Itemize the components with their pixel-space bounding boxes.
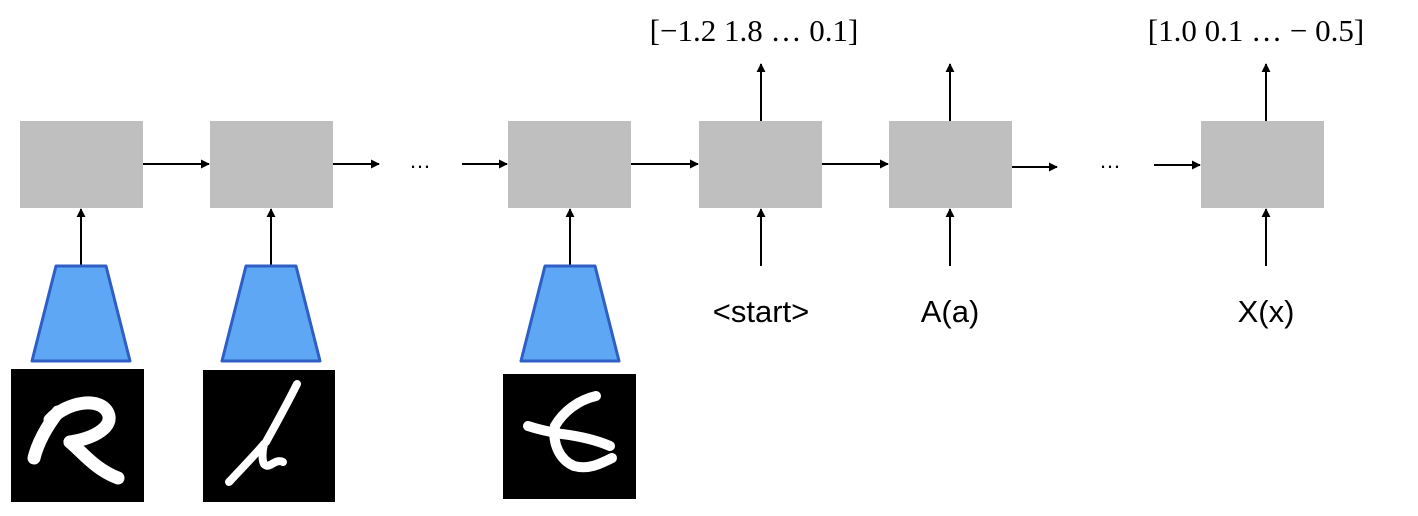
encoder-ellipsis: … [409,148,431,173]
handwritten-glyph-r-icon [27,396,125,485]
decoder-input-start: <start> [713,294,810,329]
decoder-cell-2 [889,121,1012,208]
encoder-cell-2 [210,121,333,208]
handwritten-glyph-stick-icon [225,380,301,486]
decoder-cell-1 [699,121,822,208]
decoder-input-a: A(a) [921,294,980,329]
input-image-1 [11,369,144,502]
encoder-cnn-2 [220,264,322,363]
encoder-cnn-3 [519,264,621,363]
encoder-cell-3 [508,121,631,208]
decoder-cell-3 [1201,121,1324,208]
input-image-3 [503,374,636,499]
input-image-2 [203,370,335,502]
encoder-cnn-1 [30,264,132,363]
decoder-input-x: X(x) [1238,294,1295,329]
encoder-cell-1 [20,121,143,208]
output-vector-first: [−1.2 1.8 … 0.1] [650,13,859,48]
handwritten-glyph-fork-icon [523,391,617,473]
decoder-ellipsis: … [1099,148,1121,173]
output-vector-last: [1.0 0.1 … − 0.5] [1148,13,1364,48]
